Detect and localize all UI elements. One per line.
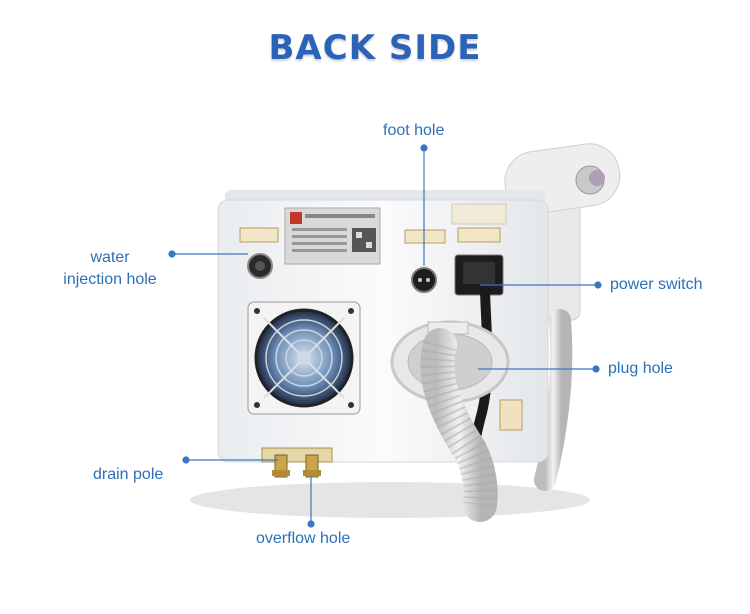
water-injection-hole-label: water injection hole	[55, 247, 165, 291]
sticker-power	[457, 227, 501, 243]
side-label	[499, 399, 523, 431]
water-injection-line2: injection hole	[63, 271, 157, 288]
nameplate	[284, 207, 381, 265]
drain-pole-label: drain pole	[93, 466, 164, 483]
foot-hole-port	[411, 267, 437, 293]
cooling-fan	[247, 301, 361, 415]
overflow-hole-label: overflow hole	[256, 530, 351, 547]
plug-hole-label: plug hole	[608, 360, 673, 377]
sticker-foot	[404, 229, 446, 244]
handpiece-cable	[534, 309, 573, 491]
page-title: BACK SIDE	[268, 28, 482, 68]
foot-hole-label: foot hole	[383, 122, 445, 139]
water-injection-line1: water	[90, 249, 130, 266]
floor-shadow	[190, 482, 590, 518]
handpiece	[504, 143, 621, 321]
leader-lines	[168, 144, 602, 528]
drain-fittings	[261, 447, 333, 478]
sticker-water	[239, 227, 279, 243]
sticker-warning	[451, 203, 507, 225]
power-switch-label: power switch	[610, 276, 703, 293]
